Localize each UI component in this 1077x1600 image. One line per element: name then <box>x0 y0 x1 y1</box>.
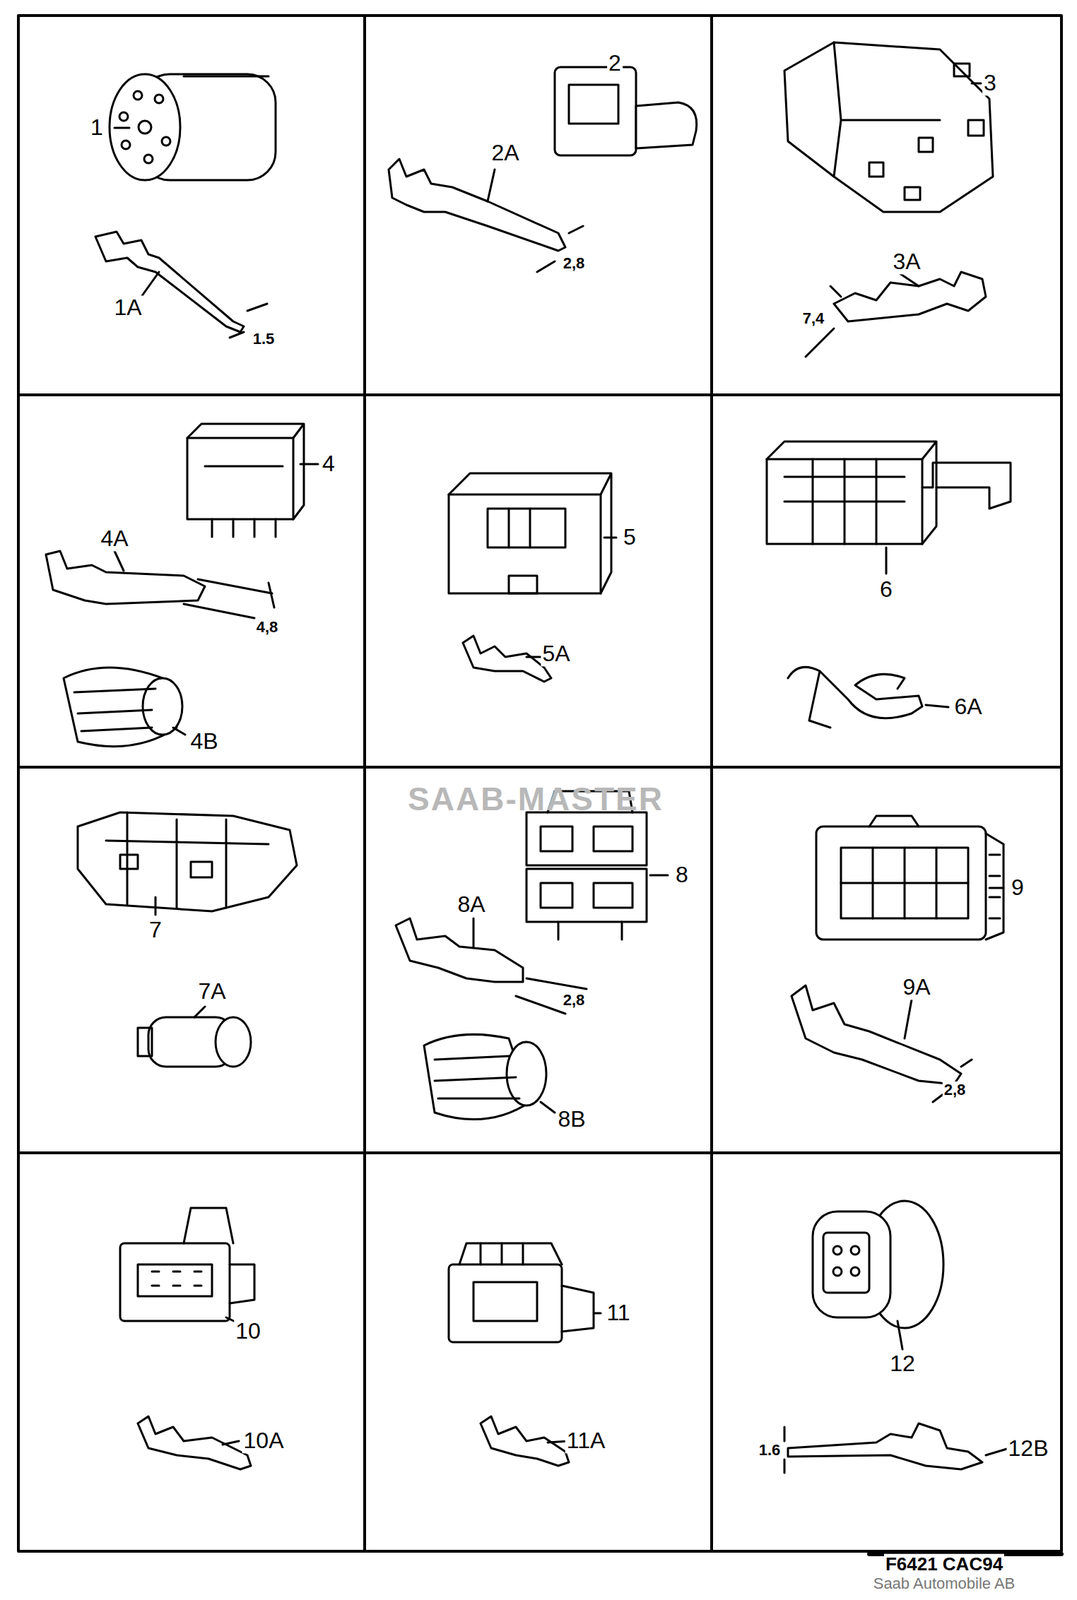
figure-code: F6421 CAC94 <box>884 1554 1005 1576</box>
callout-number: 11A <box>565 1428 608 1454</box>
callout-number: 1A <box>112 295 143 321</box>
callout-number: 3A <box>891 249 922 275</box>
callout-number: 10A <box>242 1428 286 1454</box>
callout-number: 2 <box>607 50 623 76</box>
callout-number: 4A <box>98 526 130 552</box>
callout-number: 5A <box>540 641 572 667</box>
callout-number: 5 <box>621 525 638 550</box>
callout-number: 8B <box>556 1107 587 1133</box>
callout-number: 1 <box>89 115 105 140</box>
callout-number: 7A <box>196 979 227 1005</box>
dimension: 1.6 <box>757 1442 783 1460</box>
callout-number: 3 <box>982 70 998 96</box>
callout-number: 11 <box>604 1301 632 1326</box>
callout-number: 12 <box>888 1351 917 1377</box>
callout-number: 4B <box>188 729 220 755</box>
dimension: 1.5 <box>251 330 277 348</box>
callout-number: 10 <box>233 1319 263 1345</box>
callout-number: 8A <box>455 892 487 918</box>
callout-number: 6A <box>952 694 984 720</box>
dimension: 2,8 <box>942 1081 968 1099</box>
dimension: 7,4 <box>801 310 827 328</box>
callout-number: 2A <box>489 140 521 166</box>
copyright-note: Saab Automobile AB <box>872 1575 1017 1593</box>
callout-number: 12B <box>1007 1436 1051 1462</box>
callout-number: 9 <box>1009 875 1026 901</box>
watermark: SAAB-MASTER <box>406 781 665 818</box>
callout-number: 6 <box>878 577 894 603</box>
dimension: 2,8 <box>561 992 587 1010</box>
dimension: 4,8 <box>255 619 280 637</box>
callout-number: 7 <box>147 917 164 943</box>
callout-number: 4 <box>320 451 337 477</box>
callout-number: 9A <box>901 975 932 1000</box>
dimension: 2,8 <box>561 255 587 273</box>
callout-number: 8 <box>674 862 690 888</box>
